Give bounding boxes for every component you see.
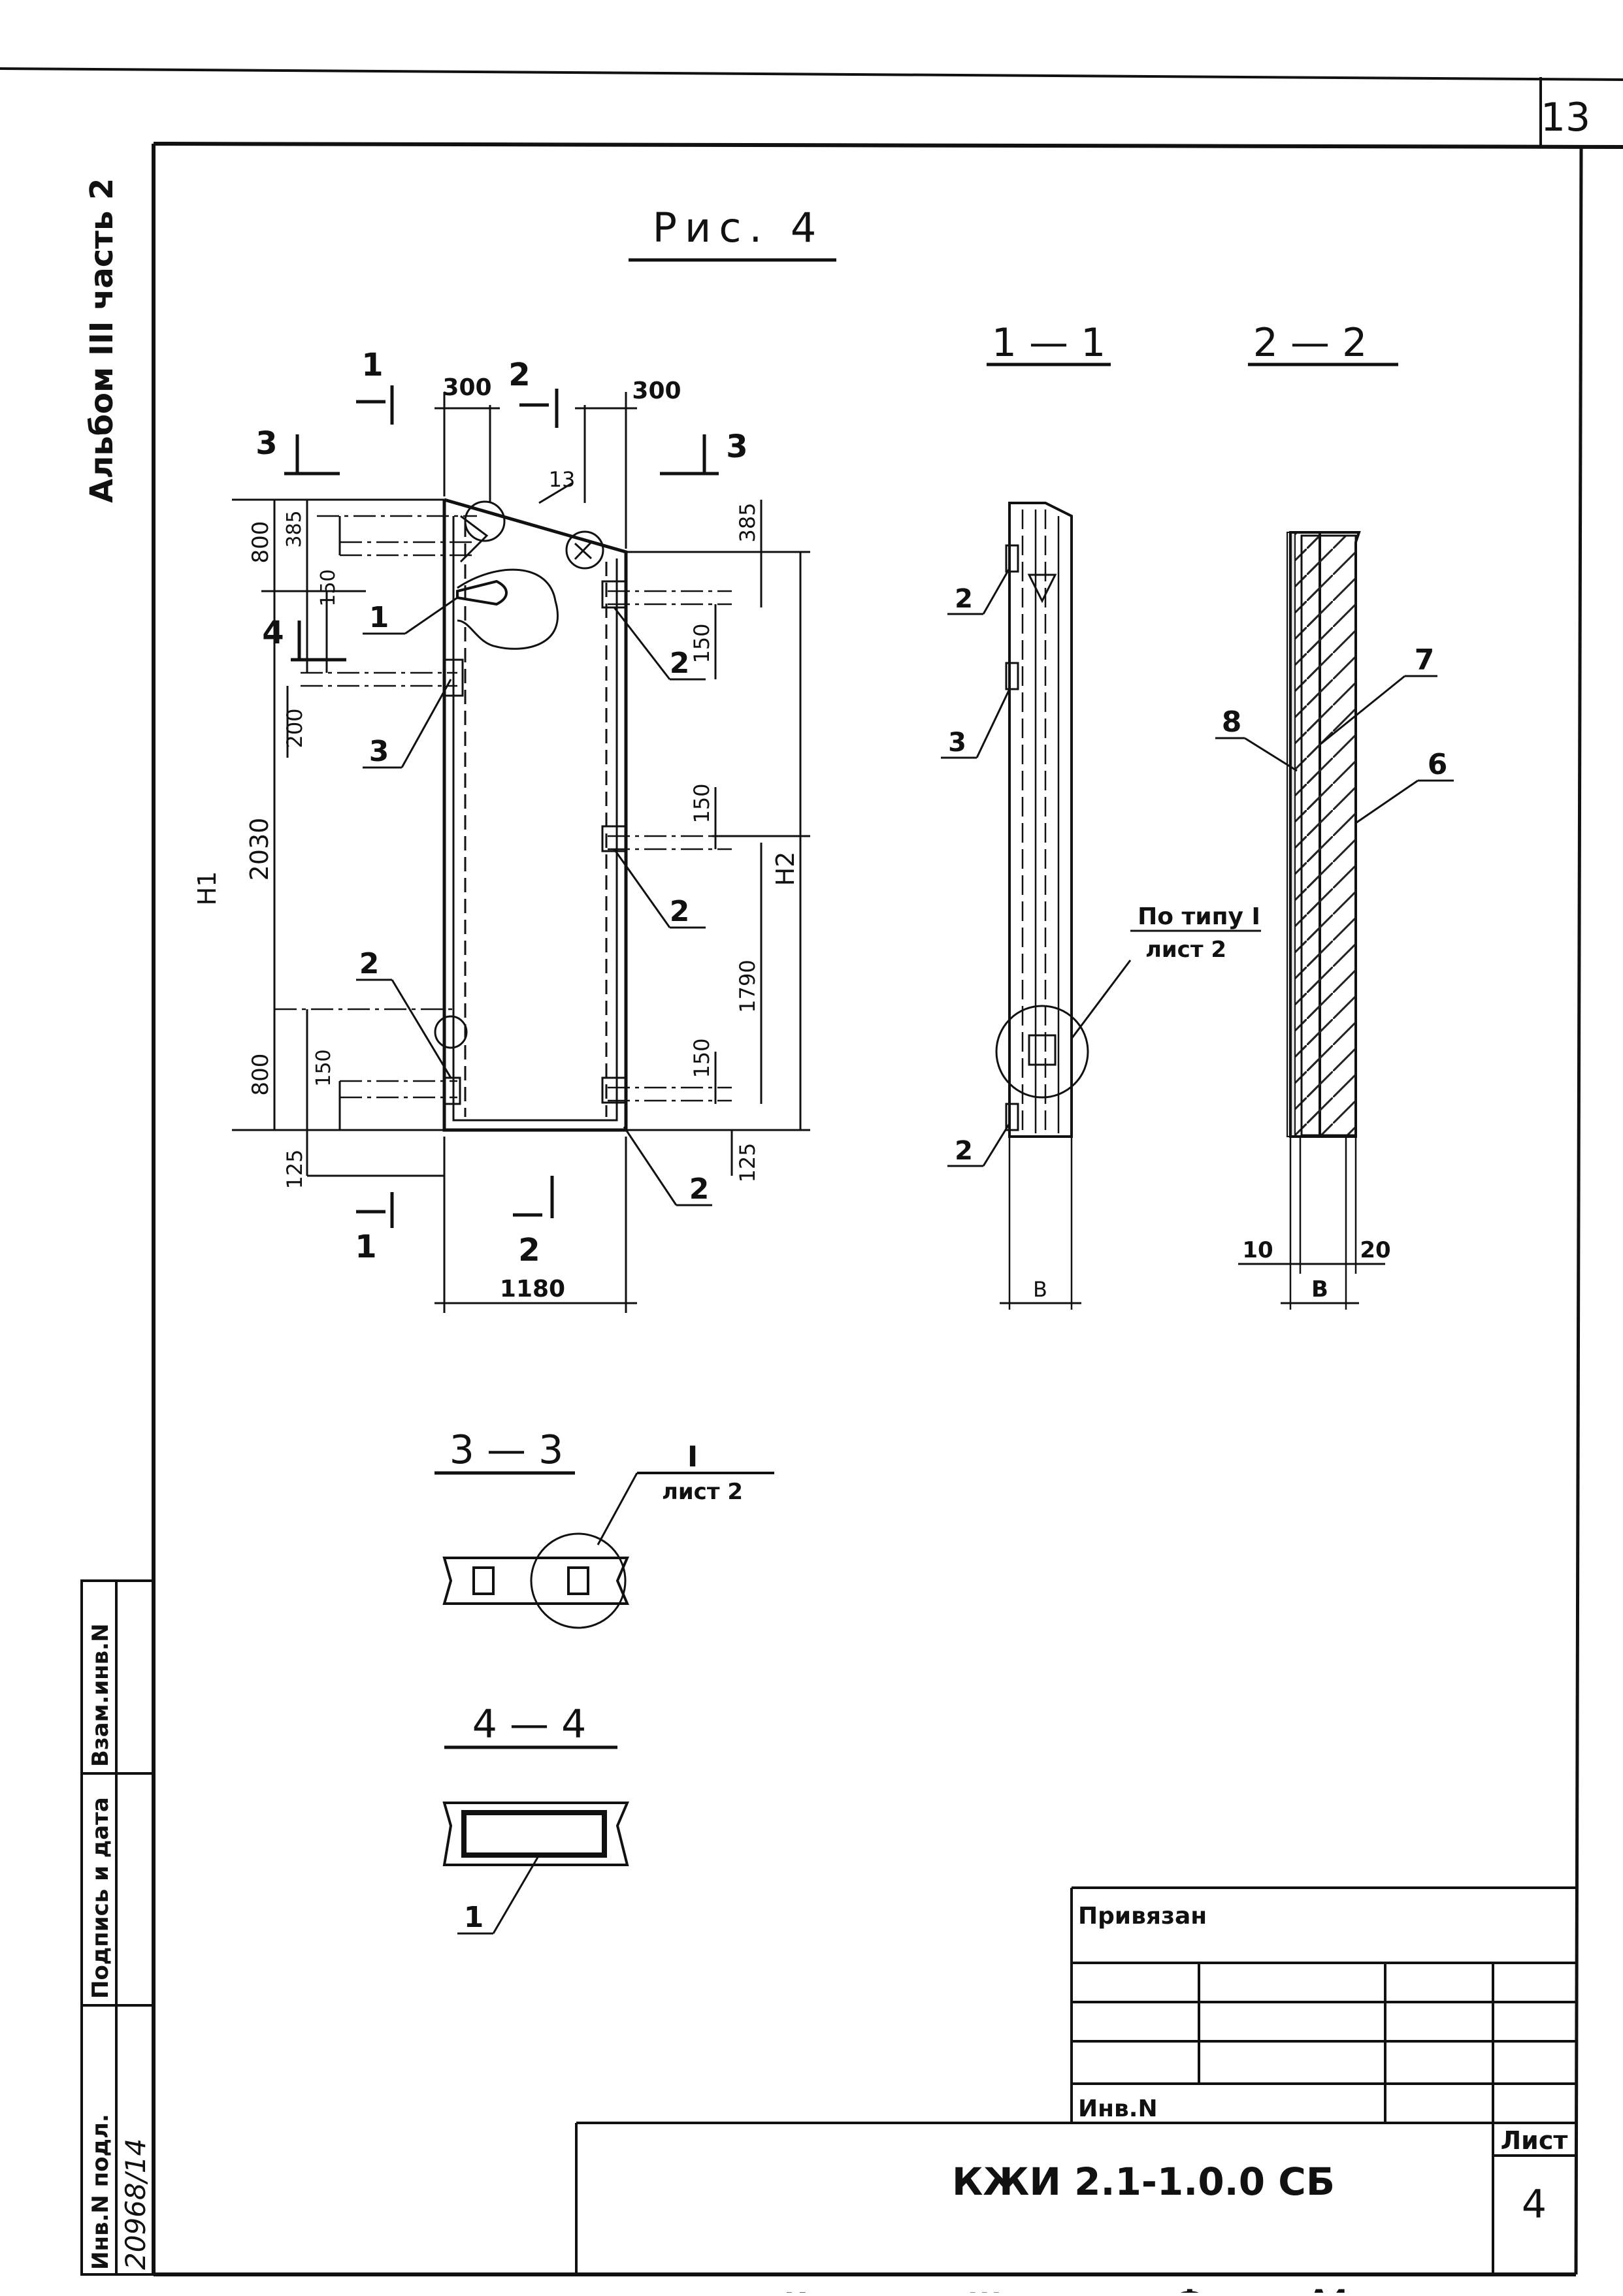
svg-text:4: 4 [262,615,284,651]
section-1-1-width: B [1033,1277,1047,1302]
dim-385-right: 385 [735,502,760,542]
dim-150-right-2: 150 [689,783,714,823]
cut-mark-1-top: 1 [356,347,394,425]
svg-text:2: 2 [508,357,530,393]
callout-2-c: 2 [689,1172,710,1206]
dim-1790: 1790 [735,960,760,1012]
cut-mark-3-right: 3 [660,428,748,476]
callout-6: 6 [1428,748,1448,781]
dim-300-left: 300 [442,374,491,401]
callouts-section-1-1 [941,568,1261,1167]
svg-text:3: 3 [255,425,277,462]
callout-2-s11a: 2 [955,584,973,614]
dim-10: 10 [1242,1237,1273,1263]
ref-list-2: лист 2 [1145,937,1226,963]
dimension-width [434,1137,637,1313]
left-stamp [80,1579,155,2276]
ref-po-tipu: По типу I [1138,903,1260,930]
svg-text:2: 2 [518,1232,540,1269]
stamp-number: 20968/14 [120,2139,152,2270]
callout-8: 8 [1222,705,1242,739]
sheet-frame [0,67,1623,2276]
dim-125-right: 125 [735,1142,760,1182]
callout-7: 7 [1415,643,1435,677]
dim-150-right-1: 150 [689,623,714,663]
callout-1-s44: 1 [464,1901,484,1934]
footer-format: Формат А4 [1176,2284,1349,2293]
figure-title: Рис. 4 [653,204,825,251]
dim-B: B [1311,1276,1328,1302]
dimensions-right [626,500,810,1176]
dim-H1: H1 [193,871,221,906]
callout-3: 3 [369,735,389,768]
title-list-label: Лист [1501,2126,1568,2155]
cut-mark-1-bottom: 1 [355,1192,394,1265]
dim-800-bottom: 800 [248,1054,274,1096]
cut-mark-3-left: 3 [255,425,340,476]
title-inv: Инв.N [1078,2095,1158,2122]
callout-3-s11: 3 [948,728,966,758]
dim-1180: 1180 [500,1276,565,1302]
callouts-section-2-2 [1215,675,1454,824]
cut-mark-2-bottom: 2 [513,1176,554,1269]
ref-roman-1: I [687,1440,698,1474]
section-2-2-view [1238,531,1385,1310]
dim-150-left-top: 150 [317,569,340,606]
callout-2-b: 2 [670,895,690,928]
title-list-number: 4 [1522,2182,1547,2227]
dim-800-top: 800 [248,521,274,564]
section-3-3-view [442,1532,630,1629]
section-4-4-title: 4 — 4 [472,1702,587,1747]
cut-mark-4: 4 [262,615,346,662]
callouts-elevation [356,482,712,1206]
callout-2-s11b: 2 [955,1136,973,1166]
footer-copied: Копировал Шушакова [784,2287,1140,2293]
section-1-1-title: 1 — 1 [992,320,1106,366]
svg-text:3: 3 [726,428,747,465]
stamp-vzam: Взам.инв.N [88,1623,114,1767]
dim-300-right: 300 [632,378,681,404]
title-block [575,1886,1576,2274]
dim-150-left-bottom: 150 [312,1049,335,1086]
stamp-podpis: Подпись и дата [88,1797,114,1999]
dim-200: 200 [282,708,307,748]
dimensions-top [434,392,637,549]
callout-13: 13 [549,467,576,492]
callout-2-d: 2 [359,947,380,980]
album-header: Альбом III часть 2 [84,178,120,503]
section-4-4-view [442,1802,630,1935]
page-number: 13 [1541,95,1590,140]
stamp-inv-podl: Инв.N подл. [88,2114,114,2270]
dim-385-left: 385 [283,510,306,547]
ref-list-2b: лист 2 [662,1479,743,1505]
dim-125-left: 125 [282,1149,307,1189]
panel-elevation [274,498,732,1132]
callout-1: 1 [369,601,389,634]
cut-mark-2-top: 2 [508,357,559,428]
title-code: КЖИ 2.1-1.0.0 СБ [952,2159,1335,2204]
section-1-1-view [995,502,1089,1310]
svg-text:1: 1 [355,1229,376,1265]
dim-150-right-3: 150 [689,1038,714,1078]
section-3-3-title: 3 — 3 [450,1427,564,1473]
title-privyazan: Привязан [1078,1903,1207,1930]
callout-2-a: 2 [670,647,690,680]
dim-2030: 2030 [245,818,274,881]
dim-H2: H2 [771,852,800,886]
section-2-2-title: 2 — 2 [1253,320,1368,366]
dim-20: 20 [1360,1237,1390,1263]
svg-text:1: 1 [361,347,383,383]
